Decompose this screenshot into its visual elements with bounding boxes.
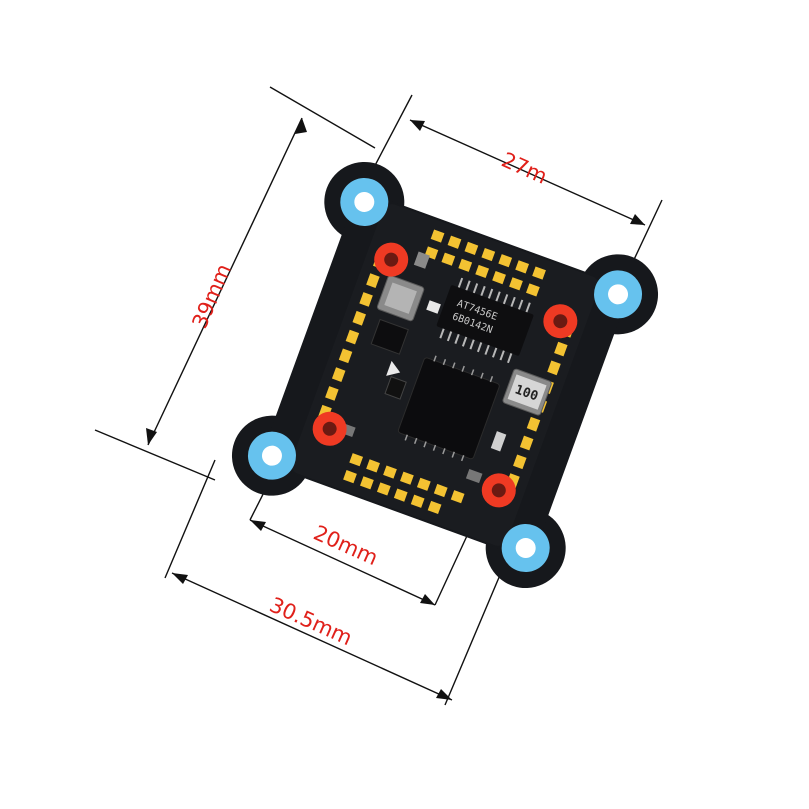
height-dimension-label: 39mm [188,260,237,332]
mcu-chip [397,355,500,462]
small-components [339,251,507,484]
osd-chip: AT7456E 6B0142N [436,277,534,364]
flight-controller-board: AT7456E 6B0142N 100 [231,161,659,589]
mount-spacers-outer [247,177,643,573]
dimension-arrowheads [146,118,645,700]
dimension-lines [94,86,663,706]
inductor-left [376,275,425,322]
inductor-right: 100 [502,368,552,416]
width-dimension-label: 27m [498,148,551,189]
mount-spacers-inner [312,242,578,508]
inner-mount-dimension-label: 20mm [310,521,382,570]
